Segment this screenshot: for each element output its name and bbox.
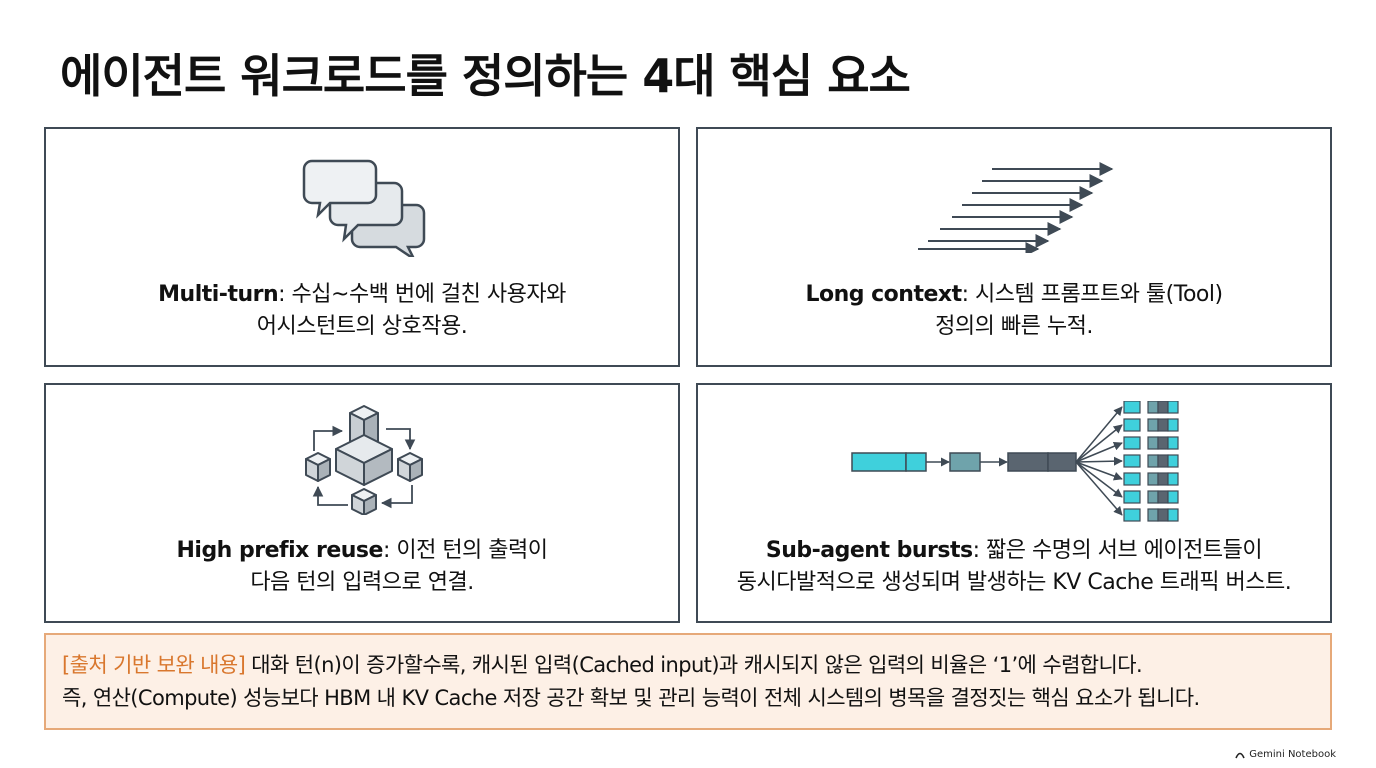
card-desc-line2: 다음 턴의 입력으로 연결.	[250, 570, 474, 595]
card-term: Sub-agent bursts	[765, 538, 973, 563]
card-desc: : 짧은 수명의 서브 에이전트들이	[972, 538, 1263, 563]
card-long-context: Long context: 시스템 프롬프트와 툴(Tool) 정의의 빠른 누…	[696, 127, 1332, 367]
fan-out-blocks-icon	[851, 401, 1179, 522]
card-term: Multi-turn	[158, 282, 279, 307]
card-high-prefix-reuse: High prefix reuse: 이전 턴의 출력이 다음 턴의 입력으로 …	[44, 383, 680, 623]
note-tag: [출처 기반 보완 내용]	[62, 653, 246, 677]
gemini-logo-icon	[1235, 752, 1245, 758]
brand-label: Gemini Notebook	[1249, 749, 1336, 760]
card-desc-line2: 정의의 빠른 누적.	[935, 314, 1093, 339]
cube-cycle-icon	[305, 405, 423, 515]
card-desc: : 수십~수백 번에 걸친 사용자와	[278, 282, 566, 307]
card-desc: : 시스템 프롬프트와 툴(Tool)	[961, 282, 1223, 307]
stacked-arrows-icon	[918, 162, 1114, 253]
source-note-box: [출처 기반 보완 내용] 대화 턴(n)이 증가할수록, 캐시된 입력(Cac…	[44, 633, 1332, 730]
card-term: High prefix reuse	[176, 538, 383, 563]
card-desc: : 이전 턴의 출력이	[382, 538, 548, 563]
card-multi-turn: Multi-turn: 수십~수백 번에 걸친 사용자와 어시스턴트의 상호작용…	[44, 127, 680, 367]
card-sub-agent-bursts: Sub-agent bursts: 짧은 수명의 서브 에이전트들이 동시다발적…	[696, 383, 1332, 623]
card-term: Long context	[805, 282, 962, 307]
note-line2: 즉, 연산(Compute) 성능보다 HBM 내 KV Cache 저장 공간…	[62, 686, 1200, 710]
page-title: 에이전트 워크로드를 정의하는 4대 핵심 요소	[60, 49, 911, 103]
chat-bubbles-icon	[302, 159, 426, 257]
card-desc-line2: 어시스턴트의 상호작용.	[256, 314, 468, 339]
card-desc-line2: 동시다발적으로 생성되며 발생하는 KV Cache 트래픽 버스트.	[736, 570, 1292, 595]
note-line1: 대화 턴(n)이 증가할수록, 캐시된 입력(Cached input)과 캐시…	[245, 653, 1143, 677]
brand-watermark: Gemini Notebook	[1235, 749, 1336, 760]
